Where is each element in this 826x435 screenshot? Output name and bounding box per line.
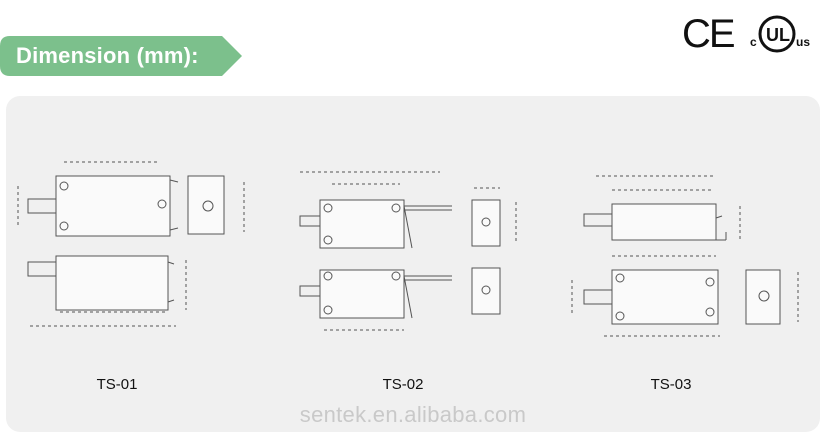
ce-mark-icon: CE [682,12,736,56]
ts02-drawing [299,171,517,331]
ul-mark-icon: c UL us [750,12,820,61]
ul-us-text: us [796,35,810,49]
ul-c-text: c [750,35,757,49]
ul-text: UL [766,25,790,45]
watermark: sentek.en.alibaba.com [299,402,527,427]
page-title: Dimension (mm): [16,43,199,68]
model-label-ts01: TS-01 [96,376,138,393]
ts01-drawing [17,161,245,327]
model-label-ts02: TS-02 [382,376,424,393]
ts03-drawing [571,175,799,337]
header-tab [0,36,242,76]
model-label-ts03: TS-03 [650,376,692,393]
